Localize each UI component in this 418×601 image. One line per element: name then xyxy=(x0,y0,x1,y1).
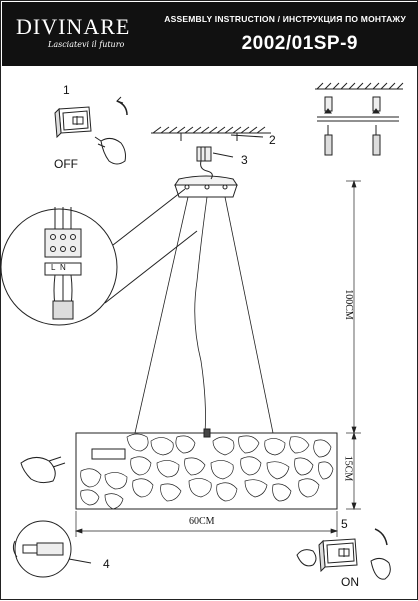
width-label: 60CM xyxy=(189,516,215,527)
step-number-3: 3 xyxy=(241,153,248,167)
model-number: 2002/01SP-9 xyxy=(241,33,358,54)
suspension-cables xyxy=(134,196,274,434)
height-cable-label: 100CM xyxy=(342,289,354,320)
header-bar: DIVINARE Lasciatevi il futuro ASSEMBLY I… xyxy=(2,2,418,66)
terminal-l-label: L xyxy=(51,263,56,272)
height-shade-label: 15CM xyxy=(342,455,354,482)
width-dimension xyxy=(74,511,339,537)
wall-switch-off-icon xyxy=(54,106,92,139)
lamp-shade xyxy=(75,428,338,510)
switch-on-label: ON xyxy=(341,575,359,589)
brand-logo: DIVINARE xyxy=(16,14,131,39)
canopy xyxy=(174,160,238,198)
wall-switch-on-icon xyxy=(296,528,391,580)
step-number-5: 5 xyxy=(341,517,348,531)
ceiling-mount-icon xyxy=(151,126,271,141)
terminal-n-label: N xyxy=(60,263,66,272)
hand-on-icon xyxy=(20,456,66,484)
switch-off-label: OFF xyxy=(54,157,78,171)
hand-icon xyxy=(94,136,126,165)
connector-icon xyxy=(12,520,92,578)
arrow-icon xyxy=(116,96,128,116)
step-number-2: 2 xyxy=(269,133,276,147)
wiring-detail-icon xyxy=(1,188,198,326)
instruction-title: ASSEMBLY INSTRUCTION / ИНСТРУКЦИЯ ПО МОН… xyxy=(164,14,406,24)
screwdriver-icon xyxy=(315,82,404,156)
terminal-block-icon xyxy=(196,146,234,162)
step-number-4: 4 xyxy=(103,557,110,571)
brand-tagline: Lasciatevi il futuro xyxy=(48,40,125,49)
step-number-1: 1 xyxy=(63,83,70,97)
height-dimension xyxy=(346,179,361,511)
